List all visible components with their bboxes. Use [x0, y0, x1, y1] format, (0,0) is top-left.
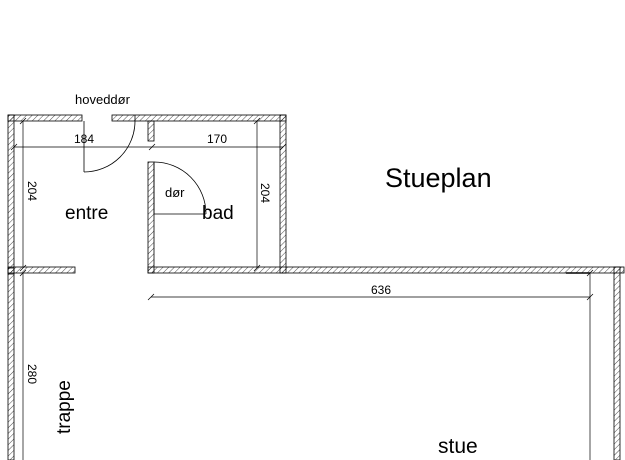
dim-tick [19, 264, 27, 272]
wall-top-left [7, 114, 83, 122]
main-door-label: hoveddør [75, 92, 131, 107]
room-label-bad: bad [202, 203, 234, 224]
dim-tick [253, 117, 261, 125]
main-door-swing [83, 120, 136, 173]
room-label-stue: stue [438, 435, 478, 458]
bath-door-swing [153, 161, 207, 215]
dim-tick [147, 293, 155, 301]
doors [83, 115, 207, 215]
wall-stue-top [147, 266, 625, 274]
room-label-trappe: trappe [54, 380, 75, 434]
labels: Stueplan hoveddør dør entre bad stue tra… [25, 92, 492, 458]
dim-tick [10, 143, 18, 151]
room-label-entre: entre [65, 203, 108, 224]
walls [7, 114, 625, 460]
dim-label-trappe-depth: 280 [25, 364, 39, 384]
dim-label-entre-depth: 204 [25, 181, 39, 201]
wall-partition-upper [147, 120, 155, 142]
plan-title: Stueplan [385, 163, 492, 193]
dim-tick [19, 117, 27, 125]
dim-tick [253, 264, 261, 272]
dimension-lines [10, 117, 594, 460]
wall-entre-stub [7, 266, 76, 274]
wall-partition-lower [147, 161, 155, 274]
bath-door-label: dør [165, 185, 185, 200]
dim-tick [279, 143, 287, 151]
dim-tick [19, 269, 27, 277]
dim-label-stue-width: 636 [371, 283, 391, 297]
dim-label-bad-width: 170 [207, 132, 227, 146]
dim-label-entre-width: 184 [74, 132, 94, 146]
wall-left-lower [7, 267, 15, 460]
wall-stue-right [613, 266, 621, 460]
wall-bad-right [279, 114, 287, 274]
dim-label-bad-depth: 204 [258, 183, 272, 203]
wall-left-upper [7, 114, 15, 275]
